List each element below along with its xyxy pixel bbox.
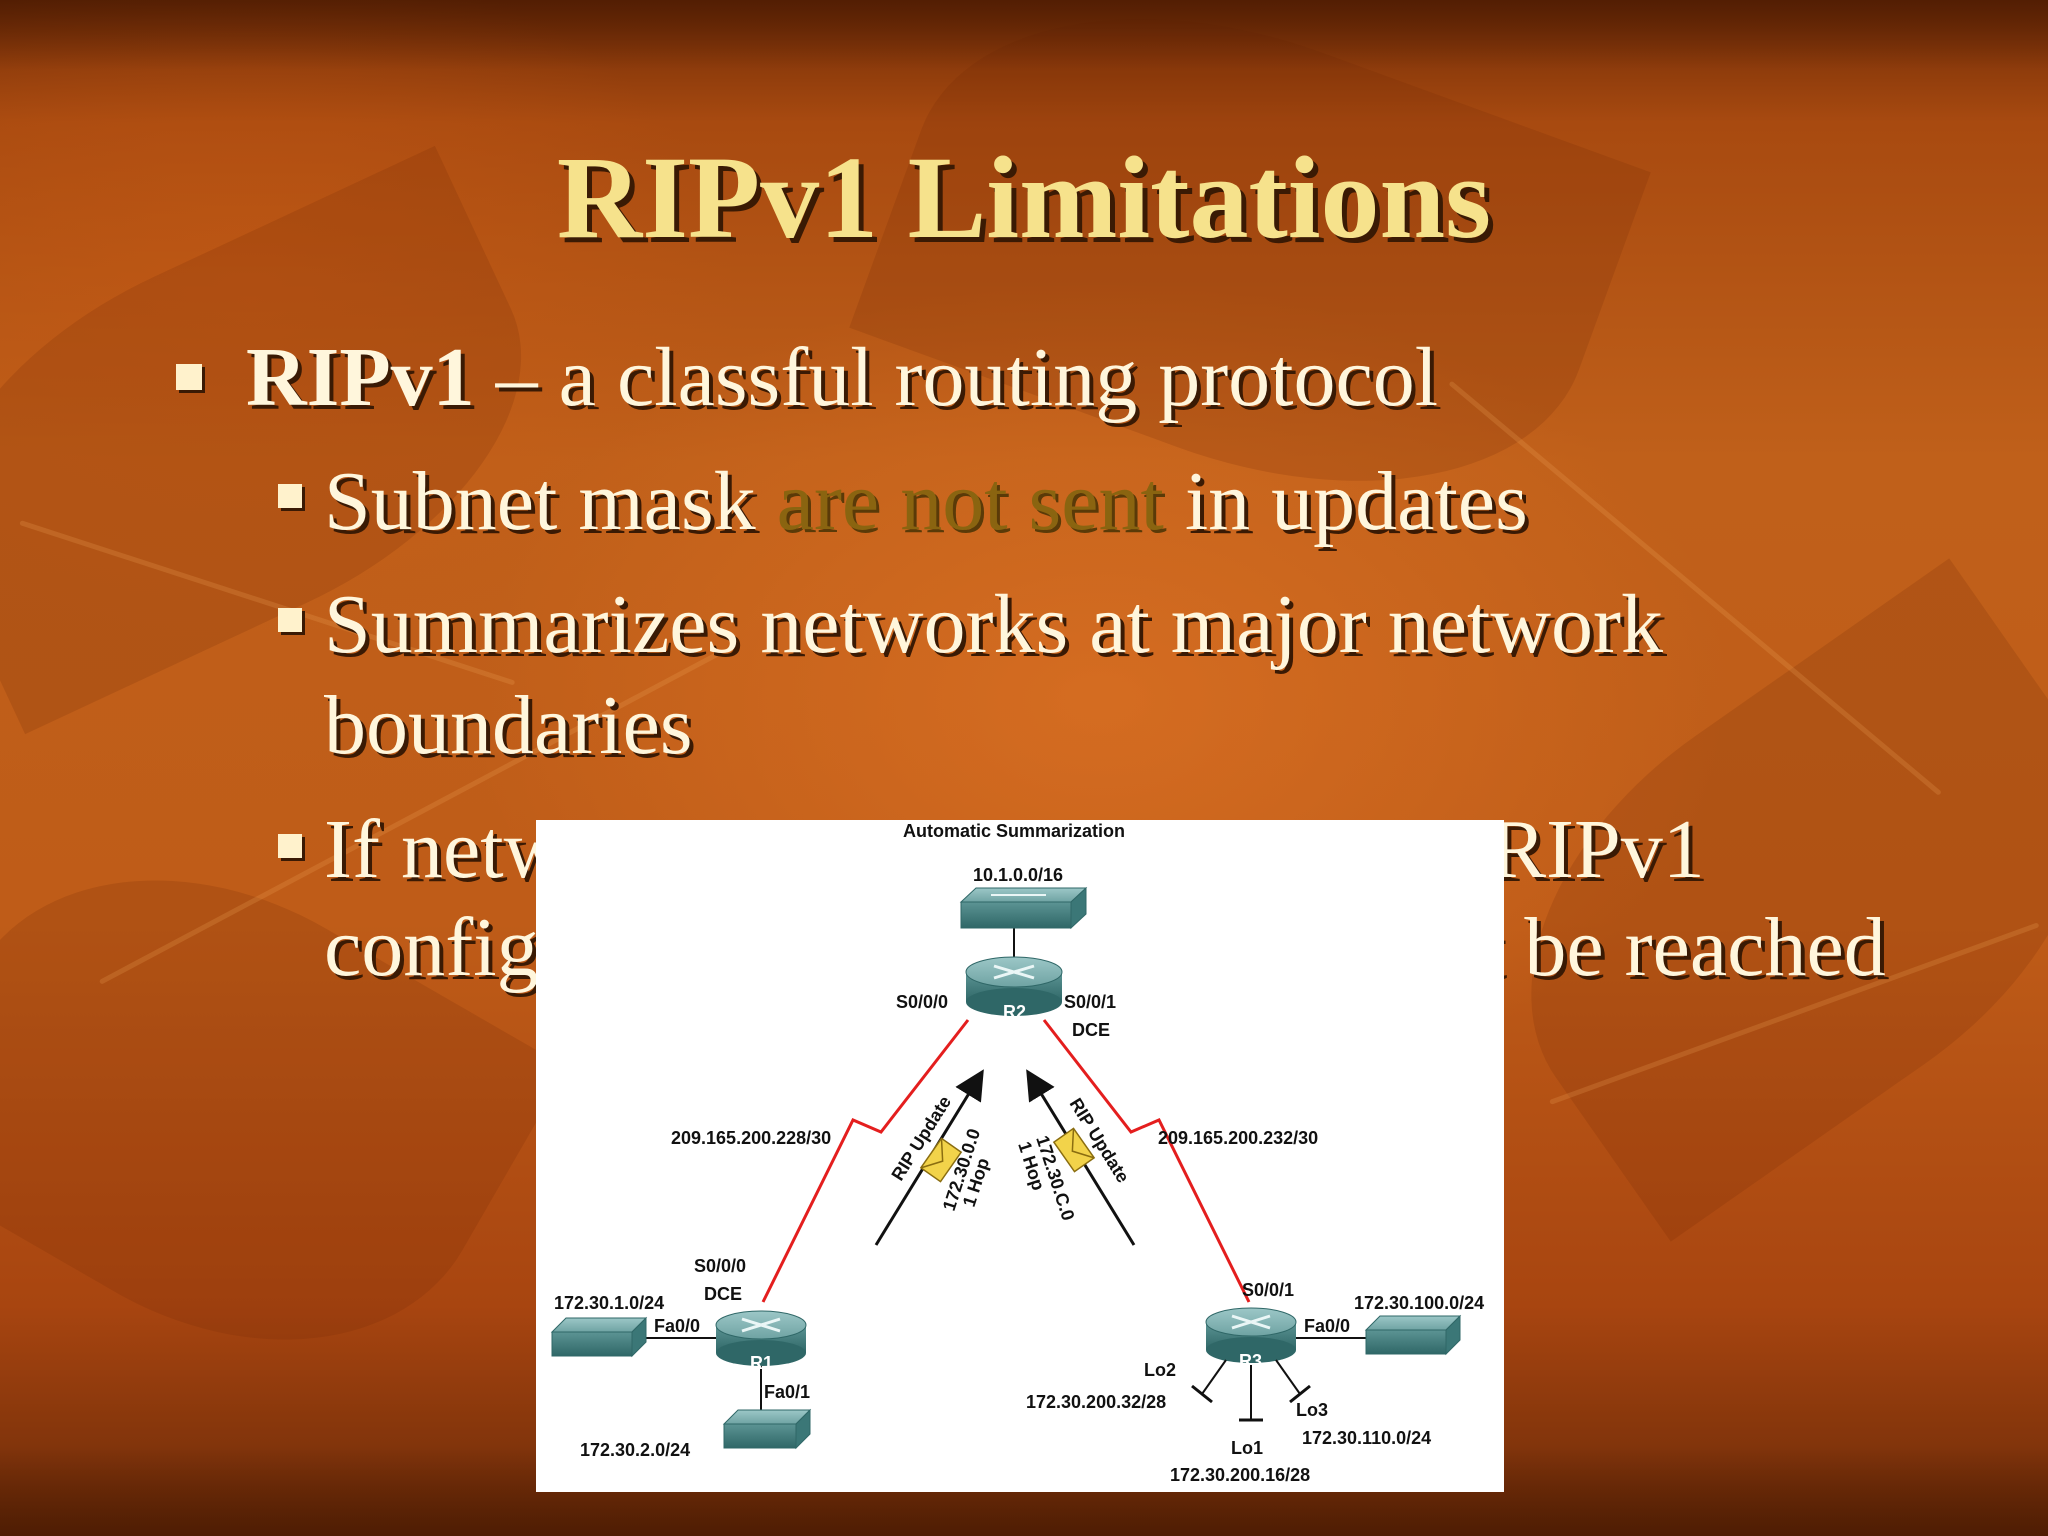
r1-lan1-label: 172.30.1.0/24: [554, 1293, 664, 1313]
bullet-ripv1: RIPv1 – a classful routing protocol: [246, 336, 1438, 420]
diagram-title: Automatic Summarization: [903, 821, 1125, 841]
loopback-lo3-end: [1289, 1384, 1311, 1404]
loopback-lo2-end: [1191, 1384, 1213, 1404]
bullet-ripv1-text: – a classful routing protocol: [474, 331, 1439, 424]
r2-lan-label: 10.1.0.0/16: [973, 865, 1063, 885]
sub-bullet-if-start2: config: [324, 901, 539, 994]
switch-icon: [722, 1408, 812, 1450]
r1-fa00-label: Fa0/0: [654, 1316, 700, 1336]
r3-lo3-label: Lo3: [1296, 1400, 1328, 1420]
bullet-marker: [176, 364, 202, 390]
r1-name: R1: [750, 1353, 773, 1373]
r3-fa00-label: Fa0/0: [1304, 1316, 1350, 1336]
sub-bullet-marker: [278, 484, 302, 508]
sub-bullet-subnet-pre: Subnet mask: [324, 455, 777, 548]
envelope-icon: [919, 1137, 963, 1183]
serial-link-r1-r2: [761, 1019, 970, 1303]
r2-s000-label: S0/0/0: [896, 992, 948, 1012]
link-left-label: 209.165.200.228/30: [671, 1128, 831, 1148]
sub-bullet-summarizes-line1: Summarizes networks at major network: [324, 578, 1663, 671]
r2-s001-label: S0/0/1: [1064, 992, 1116, 1012]
r3-name: R3: [1239, 1351, 1262, 1371]
slide-title: RIPv1 Limitations: [556, 132, 1492, 263]
router-icon: [715, 1310, 807, 1366]
switch-icon: [1364, 1314, 1462, 1356]
sub-bullet-subnet-mask: Subnet mask are not sent in updates: [324, 460, 1528, 544]
serial-link-r2-r3: [1042, 1019, 1251, 1303]
link-right-label: 209.165.200.232/30: [1158, 1128, 1318, 1148]
r3-lo1-label: Lo1: [1231, 1438, 1263, 1458]
switch-icon: [959, 886, 1088, 930]
r1-s000-label: S0/0/0: [694, 1256, 746, 1276]
network-diagram-svg: Automatic Summarization RIP: [550, 821, 1484, 1485]
envelope-icon: [1052, 1127, 1096, 1173]
r3-lan-label: 172.30.100.0/24: [1354, 1293, 1484, 1313]
router-icon: [965, 956, 1063, 1016]
r3-lo2-label: Lo2: [1144, 1360, 1176, 1380]
r3-lo3-net-label: 172.30.110.0/24: [1302, 1428, 1431, 1448]
loopback-lo3-line: [1275, 1359, 1301, 1395]
sub-bullet-if-end1: RIPv1: [1490, 803, 1705, 896]
sub-bullet-subnet-post: in updates: [1163, 455, 1528, 548]
sub-bullet-marker: [278, 608, 302, 632]
network-diagram: Automatic Summarization RIP: [536, 820, 1504, 1492]
router-icon: [1205, 1307, 1297, 1363]
bullet-ripv1-bold: RIPv1: [246, 331, 475, 424]
sub-bullet-summarizes-line2: boundaries: [324, 679, 693, 772]
r2-name: R2: [1003, 1002, 1026, 1022]
r1-fa01-label: Fa0/1: [764, 1382, 810, 1402]
r1-lan2-label: 172.30.2.0/24: [580, 1440, 690, 1460]
sub-bullet-marker: [278, 834, 302, 858]
r3-s001-label: S0/0/1: [1242, 1280, 1294, 1300]
r1-dce-label: DCE: [704, 1284, 742, 1304]
r2-dce-label: DCE: [1072, 1020, 1110, 1040]
r3-lo1-net-label: 172.30.200.16/28: [1170, 1465, 1310, 1485]
top-shade: [0, 0, 2048, 70]
loopback-lo2-line: [1201, 1359, 1227, 1395]
sub-bullet-if-start1: If netw: [324, 803, 565, 896]
sub-bullet-subnet-highlight: are not sent: [776, 455, 1164, 548]
switch-icon: [550, 1316, 648, 1358]
sub-bullet-if-end2: t be reached: [1480, 901, 1886, 994]
r3-lo2-net-label: 172.30.200.32/28: [1026, 1392, 1166, 1412]
